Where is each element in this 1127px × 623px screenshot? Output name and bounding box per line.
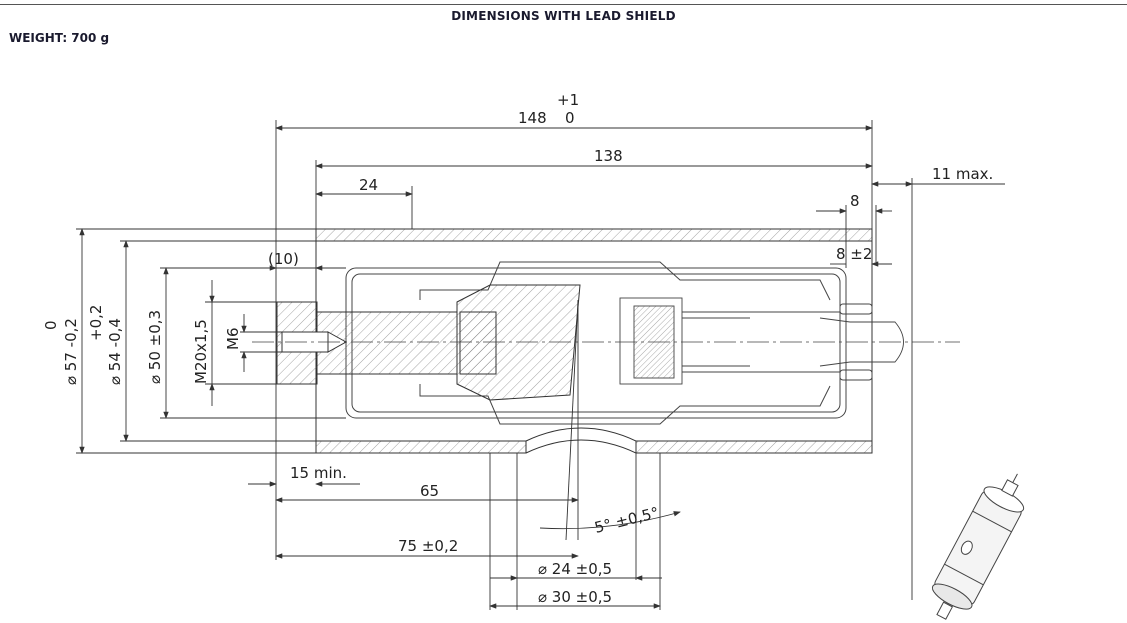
dim-diam-57: ⌀ 57 -0,2 (62, 318, 80, 385)
dim-len-75: 75 ±0,2 (398, 537, 458, 555)
dim-thread-m6: M6 (224, 328, 242, 351)
dim-total-length: 148 (518, 109, 547, 127)
dim-clearance: 11 max. (932, 165, 993, 183)
dim-diam-54-upper: +0,2 (87, 305, 105, 341)
dim-angle: 5° ±0,5° (593, 504, 661, 537)
dim-diam-30: ⌀ 30 ±0,5 (538, 588, 612, 606)
dim-body-length: 138 (594, 147, 623, 165)
lead-shield (315, 228, 873, 454)
dim-diam-50: ⌀ 50 ±0,3 (146, 310, 164, 384)
dim-diam-57-upper: 0 (42, 320, 60, 330)
dim-pin-length: 8 ±2 (836, 245, 872, 263)
dim-min-15: 15 min. (290, 464, 347, 482)
tube-isometric-view (931, 473, 1025, 620)
page-title: DIMENSIONS WITH LEAD SHIELD (451, 9, 676, 23)
dim-total-upper-tol: +1 (557, 91, 579, 109)
dim-ref-ten: (10) (268, 250, 299, 268)
dimension-lines (76, 120, 1005, 610)
cathode-assembly (619, 297, 904, 385)
dim-diam-54: ⌀ 54 -0,4 (106, 318, 124, 385)
anode-assembly (276, 284, 581, 401)
top-rule (0, 4, 1127, 5)
dim-thread-m20: M20x1,5 (192, 319, 210, 384)
weight-label: WEIGHT: 700 g (9, 31, 110, 45)
dim-len-65: 65 (420, 482, 439, 500)
dim-diam-24: ⌀ 24 ±0,5 (538, 560, 612, 578)
dim-end-cap: 8 (850, 192, 860, 210)
dim-total-lower-tol: 0 (565, 109, 575, 127)
dim-flange-length: 24 (359, 176, 378, 194)
